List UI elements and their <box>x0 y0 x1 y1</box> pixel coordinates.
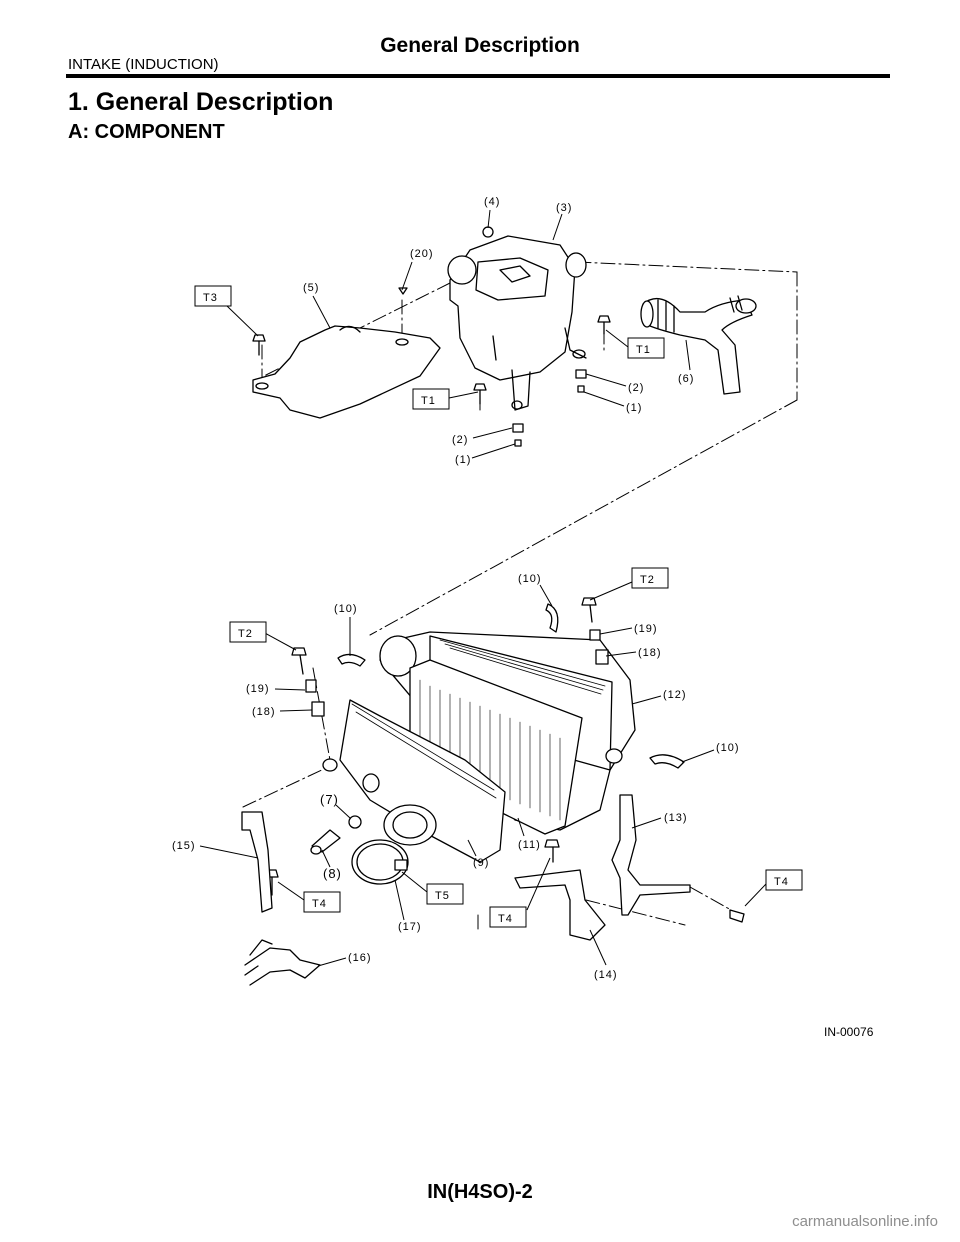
torque-t2-right: T2 <box>640 574 655 586</box>
callout-15: (15) <box>172 840 196 852</box>
bolts-upper <box>252 287 611 405</box>
torque-boxes <box>194 285 803 928</box>
callout-1-left: (1) <box>455 454 471 466</box>
callout-4: (4) <box>484 196 500 208</box>
boot-hose-part-6 <box>640 295 757 395</box>
assembly-lines <box>242 261 798 930</box>
callout-8: (8) <box>323 866 342 881</box>
callout-19-right: (19) <box>634 623 658 635</box>
torque-t4-middle: T4 <box>498 913 513 925</box>
callout-11: (11) <box>518 839 541 851</box>
callout-labels: (4) (3) (20) (5) (2) (1) (6) (2) (1) (10… <box>172 196 740 981</box>
torque-t1-left: T1 <box>421 395 436 407</box>
callout-19-left: (19) <box>246 683 270 695</box>
callout-18-left: (18) <box>252 706 276 718</box>
callout-1-right: (1) <box>626 402 642 414</box>
clamp-part-17 <box>351 839 409 885</box>
header-rule <box>66 74 890 78</box>
watermark: carmanualsonline.info <box>792 1213 938 1230</box>
bracket-part-13 <box>611 794 691 916</box>
callout-3: (3) <box>556 202 572 214</box>
bracket-part-15 <box>241 811 273 913</box>
callout-17: (17) <box>398 921 422 933</box>
callout-6: (6) <box>678 373 694 385</box>
callout-13: (13) <box>664 812 688 824</box>
callout-10-top: (10) <box>518 573 542 585</box>
torque-t1-right: T1 <box>636 344 651 356</box>
callout-2-left: (2) <box>452 434 468 446</box>
torque-t3: T3 <box>203 292 218 304</box>
section-label: INTAKE (INDUCTION) <box>68 56 219 73</box>
callout-14: (14) <box>594 969 618 981</box>
callout-18-right: (18) <box>638 647 662 659</box>
torque-t2-left: T2 <box>238 628 253 640</box>
callout-12: (12) <box>663 689 687 701</box>
callout-16: (16) <box>348 952 372 964</box>
grommets <box>512 369 587 447</box>
air-intake-duct-part-3 <box>447 226 587 411</box>
callout-5: (5) <box>303 282 319 294</box>
leader-lines <box>199 209 767 967</box>
air-cleaner-lower-case-part-9 <box>322 699 623 863</box>
torque-labels: T3 T1 T1 T2 T2 T4 T5 T4 T4 <box>203 292 789 925</box>
callout-10-right: (10) <box>716 742 740 754</box>
callout-9: (9) <box>473 857 489 869</box>
cover-part-5 <box>252 325 441 419</box>
page-header-title: General Description <box>380 34 580 57</box>
subsection-heading: A: COMPONENT <box>68 121 225 143</box>
torque-t4-left: T4 <box>312 898 327 910</box>
page-number: IN(H4SO)-2 <box>427 1181 533 1203</box>
callout-7: (7) <box>320 792 339 807</box>
clip-part-10-b <box>545 603 559 633</box>
section-heading: 1. General Description <box>68 88 334 116</box>
callout-10-left: (10) <box>334 603 358 615</box>
clip-part-10-a <box>337 653 366 667</box>
torque-t5: T5 <box>435 890 450 902</box>
torque-t4-right: T4 <box>774 876 789 888</box>
bracket-part-14 <box>514 869 606 941</box>
spacers <box>305 629 609 717</box>
grommet-part-7 <box>348 815 362 829</box>
figure-id: IN-00076 <box>824 1025 874 1039</box>
clip-part-10-c <box>649 754 685 769</box>
callout-2-right: (2) <box>628 382 644 394</box>
callout-20: (20) <box>410 248 434 260</box>
sensor-part-8 <box>310 829 341 855</box>
